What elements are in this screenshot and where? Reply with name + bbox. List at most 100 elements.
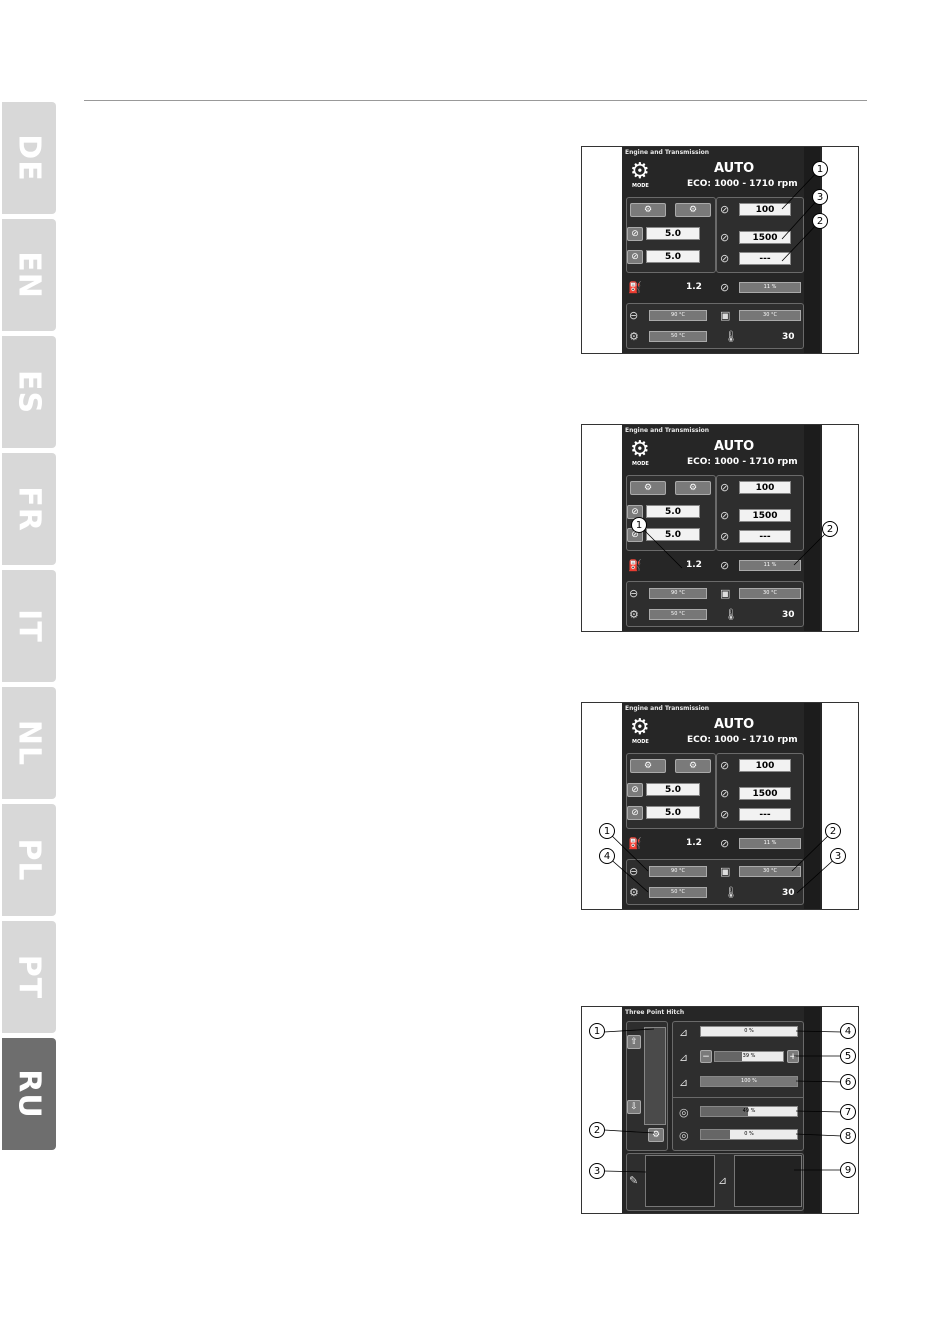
rpm-value-3[interactable]: --- xyxy=(739,808,791,821)
header-rule xyxy=(84,100,867,101)
rpm-value-3[interactable]: --- xyxy=(739,252,791,265)
pencil-icon: ✎ xyxy=(629,1174,639,1187)
rpm-value-1[interactable]: 100 xyxy=(739,481,791,494)
fuel-icon: ⛽ xyxy=(628,837,642,850)
gear-icon: ⚙ xyxy=(630,715,650,740)
ambient-temp: 30 xyxy=(782,332,795,342)
rpm-icon-1: ⊘ xyxy=(720,203,730,216)
lower-speed-icon: ⊿ xyxy=(679,1051,689,1064)
rpm-value-2[interactable]: 1500 xyxy=(739,231,791,244)
callout: 2 xyxy=(822,521,838,537)
tab-pt[interactable]: PT xyxy=(2,921,56,1033)
tab-en[interactable]: EN xyxy=(2,219,56,331)
callout: 1 xyxy=(631,517,647,533)
thermometer-icon: 🌡 xyxy=(724,330,738,343)
rpm-icon-3: ⊘ xyxy=(720,252,730,265)
callout: 8 xyxy=(840,1128,856,1144)
gear-icon: ⚙ xyxy=(630,437,650,462)
coolant-temp-bar: 90 °C xyxy=(649,588,707,599)
transmission-temp-bar: 50 °C xyxy=(649,331,707,342)
tab-label: RU xyxy=(11,1069,47,1119)
raise-button[interactable]: ⇧ xyxy=(627,1035,641,1049)
eco-range: ECO: 1000 - 1710 rpm xyxy=(687,179,798,189)
speed-icon-1[interactable]: ⊘ xyxy=(627,227,643,241)
hitch-position-bar xyxy=(644,1027,666,1125)
speed-icon-2[interactable]: ⊘ xyxy=(627,250,643,264)
cruise-button-1[interactable]: ⚙ xyxy=(630,481,666,495)
transmission-icon: ⚙ xyxy=(629,330,639,343)
callout: 3 xyxy=(589,1163,605,1179)
cruise-button-1[interactable]: ⚙ xyxy=(630,759,666,773)
draft-bar[interactable]: 0 % xyxy=(700,1129,798,1140)
height-limit-bar[interactable]: 0 % xyxy=(700,1026,798,1037)
transmission-icon: ⚙ xyxy=(629,886,639,899)
lower-speed-bar[interactable]: 39 % xyxy=(714,1051,784,1062)
load-icon: ⊘ xyxy=(720,281,730,294)
callout: 3 xyxy=(812,189,828,205)
tab-de[interactable]: DE xyxy=(2,102,56,214)
screen-title: Engine and Transmission xyxy=(625,149,710,156)
transmission-temp-bar: 50 °C xyxy=(649,609,707,620)
tab-fr[interactable]: FR xyxy=(2,453,56,565)
side-toolbar xyxy=(804,147,820,353)
rpm-value-2[interactable]: 1500 xyxy=(739,787,791,800)
thermometer-icon: 🌡 xyxy=(724,886,738,899)
decrease-button[interactable]: − xyxy=(700,1050,712,1063)
speed-value-1[interactable]: 5.0 xyxy=(646,505,700,518)
increase-button[interactable]: + xyxy=(787,1050,799,1063)
speed-value-1[interactable]: 5.0 xyxy=(646,783,700,796)
cruise-button-1[interactable]: ⚙ xyxy=(630,203,666,217)
screen-title: Engine and Transmission xyxy=(625,427,710,434)
depth-icon: ⊿ xyxy=(679,1076,689,1089)
rpm-value-1[interactable]: 100 xyxy=(739,759,791,772)
oil-icon: ▣ xyxy=(720,309,731,322)
speed-icon-1[interactable]: ⊘ xyxy=(627,783,643,797)
lower-button[interactable]: ⇩ xyxy=(627,1100,641,1114)
oil-icon: ▣ xyxy=(720,587,731,600)
cruise-button-2[interactable]: ⚙ xyxy=(675,481,711,495)
rpm-icon-2: ⊘ xyxy=(720,231,730,244)
depth-bar[interactable]: 100 % xyxy=(700,1076,798,1087)
rpm-value-1[interactable]: 100 xyxy=(739,203,791,216)
speed-icon-2[interactable]: ⊘ xyxy=(627,806,643,820)
tab-es[interactable]: ES xyxy=(2,336,56,448)
cruise-button-2[interactable]: ⚙ xyxy=(675,203,711,217)
right-slot[interactable] xyxy=(734,1155,802,1207)
callout: 7 xyxy=(840,1104,856,1120)
mode-label: MODE xyxy=(632,739,649,745)
speed-value-2[interactable]: 5.0 xyxy=(646,806,700,819)
speed-value-2[interactable]: 5.0 xyxy=(646,528,700,541)
speed-value-1[interactable]: 5.0 xyxy=(646,227,700,240)
height-limit-icon: ⊿ xyxy=(679,1026,689,1039)
callout: 3 xyxy=(830,848,846,864)
bar-label: 39 % xyxy=(742,1053,756,1059)
tab-it[interactable]: IT xyxy=(2,570,56,682)
load-icon: ⊘ xyxy=(720,559,730,572)
callout: 2 xyxy=(812,213,828,229)
transmission-temp-bar: 50 °C xyxy=(649,887,707,898)
tab-ru[interactable]: RU xyxy=(2,1038,56,1150)
fuel-rate: 1.2 xyxy=(686,282,702,292)
hitch-control-button[interactable]: ⚙ xyxy=(648,1128,664,1142)
slip-bar[interactable]: 49 % xyxy=(700,1106,798,1117)
callout: 1 xyxy=(599,823,615,839)
mode-label: MODE xyxy=(632,183,649,189)
callout: 1 xyxy=(589,1023,605,1039)
rpm-icon-1: ⊘ xyxy=(720,759,730,772)
rpm-value-2[interactable]: 1500 xyxy=(739,509,791,522)
rpm-value-3[interactable]: --- xyxy=(739,530,791,543)
rpm-icon-3: ⊘ xyxy=(720,808,730,821)
left-slot[interactable] xyxy=(645,1155,715,1207)
bar-fill xyxy=(701,1130,730,1139)
divider xyxy=(672,1097,804,1098)
cruise-button-2[interactable]: ⚙ xyxy=(675,759,711,773)
tab-label: FR xyxy=(11,486,47,532)
bar-fill xyxy=(715,1052,742,1061)
tab-pl[interactable]: PL xyxy=(2,804,56,916)
coolant-icon: ⊖ xyxy=(629,865,639,878)
side-toolbar xyxy=(804,425,820,631)
tab-label: NL xyxy=(11,719,47,767)
speed-value-2[interactable]: 5.0 xyxy=(646,250,700,263)
tab-nl[interactable]: NL xyxy=(2,687,56,799)
coolant-temp-bar: 90 °C xyxy=(649,866,707,877)
